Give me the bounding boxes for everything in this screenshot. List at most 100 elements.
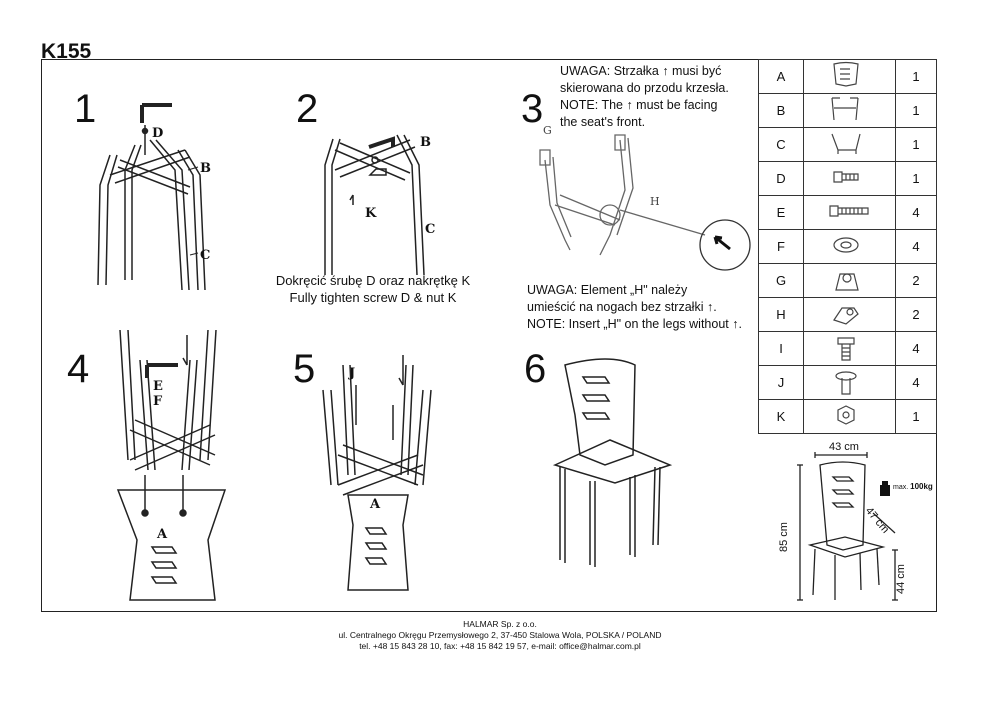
- part-picture: [803, 161, 896, 196]
- step-3-note2-line-3: NOTE: Insert „H" on the legs without ↑.: [527, 317, 742, 331]
- clip-icon: [832, 307, 859, 325]
- label-k: K: [365, 206, 377, 221]
- dimensions-drawing: [797, 452, 898, 601]
- step-3-note2-line-1: UWAGA: Element „H" należy: [527, 283, 688, 297]
- nut-icon: [836, 405, 855, 425]
- weight-icon: [880, 485, 890, 496]
- step-5-drawing: J A: [322, 355, 432, 591]
- bolt-icon: [836, 337, 855, 361]
- part-letter: K: [758, 399, 804, 434]
- step-1-drawing: D B C: [97, 103, 211, 291]
- part-quantity: 2: [895, 263, 937, 298]
- part-letter: B: [758, 93, 804, 128]
- part-letter: F: [758, 229, 804, 264]
- part-picture: [803, 59, 896, 94]
- step-5-number: 5: [293, 347, 316, 391]
- part-picture: [803, 331, 896, 366]
- part-letter: I: [758, 331, 804, 366]
- wood-screw-icon: [834, 371, 857, 395]
- part-letter: J: [758, 365, 804, 400]
- part-quantity: 4: [895, 229, 937, 264]
- footer: HALMAR Sp. z o.o. ul. Centralnego Okręgu…: [0, 619, 1000, 652]
- step-3-drawing: G H: [539, 124, 751, 271]
- footer-company: HALMAR Sp. z o.o.: [463, 619, 537, 629]
- frame-icon: [830, 97, 859, 121]
- step-4-drawing: E F A: [116, 329, 227, 601]
- washer-icon: [832, 237, 859, 253]
- max-load-prefix: max.: [893, 484, 909, 491]
- seat-back-icon: [832, 61, 859, 87]
- dim-width: 43 cm: [829, 441, 859, 453]
- footer-contact: tel. +48 15 843 28 10, fax: +48 15 842 1…: [359, 641, 641, 651]
- step-3-note-line-2: skierowana do przodu krzesła.: [560, 81, 729, 95]
- label-a-2: A: [369, 497, 381, 512]
- part-quantity: 2: [895, 297, 937, 332]
- part-picture: [803, 297, 896, 332]
- label-c: C: [200, 248, 210, 263]
- part-quantity: 1: [895, 127, 937, 162]
- max-load-value: 100kg: [910, 482, 933, 491]
- label-h: H: [650, 195, 660, 208]
- max-load: max. 100kg: [893, 482, 933, 491]
- label-f: F: [153, 394, 163, 409]
- step-6-drawing: [552, 358, 673, 567]
- part-quantity: 1: [895, 399, 937, 434]
- step-3-number: 3: [521, 87, 544, 131]
- model-title: K155: [41, 40, 92, 63]
- screw-short-icon: [832, 171, 859, 183]
- label-e: E: [153, 379, 163, 394]
- label-b: B: [200, 161, 211, 176]
- part-picture: [803, 195, 896, 230]
- part-quantity: 4: [895, 195, 937, 230]
- part-picture: [803, 127, 896, 162]
- dim-height: 85 cm: [778, 522, 790, 552]
- step-6-number: 6: [524, 347, 547, 391]
- part-quantity: 4: [895, 331, 937, 366]
- part-picture: [803, 263, 896, 298]
- foot-cap-icon: [834, 273, 859, 291]
- leg-frame-icon: [830, 133, 861, 154]
- step-4-number: 4: [67, 347, 90, 391]
- footer-address: ul. Centralnego Okręgu Przemysłowego 2, …: [338, 630, 662, 640]
- part-letter: G: [758, 263, 804, 298]
- label-g: G: [543, 124, 552, 137]
- part-picture: [803, 399, 896, 434]
- part-letter: H: [758, 297, 804, 332]
- label-b-2: B: [420, 135, 431, 150]
- part-letter: E: [758, 195, 804, 230]
- screw-long-icon: [828, 205, 869, 217]
- part-letter: C: [758, 127, 804, 162]
- step-2-drawing: B K C: [324, 134, 435, 276]
- part-quantity: 1: [895, 93, 937, 128]
- step-2-number: 2: [296, 87, 319, 131]
- instruction-frame: [41, 59, 937, 612]
- part-picture: [803, 93, 896, 128]
- label-c-2: C: [425, 222, 435, 237]
- step-2-caption-pl: Dokręcić śrubę D oraz nakrętkę K: [275, 273, 471, 288]
- label-j: J: [348, 366, 355, 381]
- step-3-note-line-4: the seat's front.: [560, 115, 646, 129]
- step-3-note-line-3: NOTE: The ↑ must be facing: [560, 98, 718, 112]
- part-quantity: 1: [895, 59, 937, 94]
- step-3-note2-line-2: umieścić na nogach bez strzałki ↑.: [527, 300, 717, 314]
- label-a: A: [156, 527, 168, 542]
- part-letter: D: [758, 161, 804, 196]
- part-picture: [803, 365, 896, 400]
- step-2-caption-en: Fully tighten screw D & nut K: [289, 290, 457, 305]
- step-1-number: 1: [74, 87, 97, 131]
- step-3-note-line-1: UWAGA: Strzałka ↑ musi być: [560, 64, 722, 78]
- part-picture: [803, 229, 896, 264]
- part-quantity: 1: [895, 161, 937, 196]
- dim-seat-height: 44 cm: [895, 564, 907, 594]
